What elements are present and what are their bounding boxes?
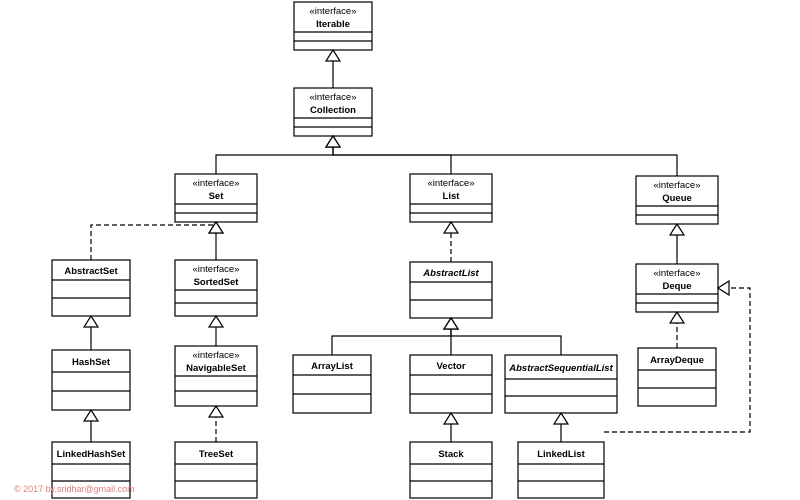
- class-box-frame: [409, 441, 493, 499]
- class-navigableset[interactable]: «interface» NavigableSet: [174, 345, 258, 407]
- class-name: TreeSet: [199, 449, 234, 460]
- relation-line-list-to-collection: [332, 147, 452, 174]
- class-name: Iterable: [316, 19, 350, 30]
- class-box-frame: [635, 263, 719, 313]
- class-linkedhashset[interactable]: LinkedHashSet: [51, 441, 131, 499]
- class-linkedlist[interactable]: LinkedList: [517, 441, 605, 499]
- class-box-frame: [504, 354, 618, 414]
- class-name: AbstractSet: [64, 266, 118, 277]
- class-stack[interactable]: Stack: [409, 441, 493, 499]
- relation-lines: [90, 61, 751, 442]
- class-iterable[interactable]: «interface» Iterable: [293, 1, 373, 51]
- inheritance-arrowhead-linkedhashset-to-hashset: [82, 408, 100, 422]
- class-name: LinkedList: [537, 449, 585, 460]
- inheritance-arrowhead-deque-to-queue: [668, 222, 686, 236]
- class-hashset[interactable]: HashSet: [51, 349, 131, 411]
- class-box-frame: [174, 259, 258, 317]
- class-deque[interactable]: «interface» Deque: [635, 263, 719, 313]
- class-name: AbstractList: [422, 268, 479, 279]
- class-name: Queue: [662, 193, 692, 204]
- class-abstractsequentiallist[interactable]: AbstractSequentialList: [504, 354, 618, 414]
- class-box-frame: [174, 173, 258, 223]
- class-stereotype: «interface»: [427, 178, 474, 189]
- class-name: Vector: [436, 361, 465, 372]
- class-box-frame: [51, 441, 131, 499]
- class-stereotype: «interface»: [653, 180, 700, 191]
- class-arraydeque[interactable]: ArrayDeque: [637, 347, 717, 407]
- class-collection[interactable]: «interface» Collection: [293, 87, 373, 137]
- class-box-frame: [51, 349, 131, 411]
- class-box-frame: [293, 87, 373, 137]
- class-name: ArrayList: [311, 361, 354, 372]
- class-sortedset[interactable]: «interface» SortedSet: [174, 259, 258, 317]
- class-name: ArrayDeque: [650, 355, 704, 366]
- class-boxes: «interface» Iterable «interface» Collection…: [51, 1, 719, 499]
- relation-line-abstractsequentiallist-to-abstractlist: [450, 329, 562, 355]
- class-name: List: [443, 191, 461, 202]
- copyright-watermark: © 2017 by.sridhar@gmail.com: [14, 484, 135, 494]
- class-box-frame: [174, 441, 258, 499]
- class-stereotype: «interface»: [309, 6, 356, 17]
- class-arraylist[interactable]: ArrayList: [292, 354, 372, 414]
- relation-line-arraylist-to-abstractlist: [331, 329, 452, 355]
- class-list[interactable]: «interface» List: [409, 173, 493, 223]
- class-stereotype: «interface»: [309, 92, 356, 103]
- inheritance-arrowhead-navigableset-to-sortedset: [207, 314, 225, 328]
- class-abstractlist[interactable]: AbstractList: [409, 261, 493, 319]
- inheritance-arrowhead-sortedset-to-set: [207, 220, 225, 234]
- class-stereotype: «interface»: [192, 264, 239, 275]
- inheritance-arrowhead-hashset-to-abstractset: [82, 314, 100, 328]
- class-vector[interactable]: Vector: [409, 354, 493, 414]
- class-name: HashSet: [72, 357, 111, 368]
- class-name: Stack: [438, 449, 464, 460]
- class-name: SortedSet: [194, 277, 240, 288]
- inheritance-arrowhead-linkedlist-to-deque: [716, 279, 730, 297]
- class-box-frame: [51, 259, 131, 317]
- relation-line-set-to-collection: [215, 147, 334, 174]
- class-name: AbstractSequentialList: [508, 363, 613, 374]
- class-name: Deque: [662, 281, 691, 292]
- inheritance-arrowhead-collection-to-iterable: [324, 48, 342, 62]
- class-stereotype: «interface»: [192, 178, 239, 189]
- class-set[interactable]: «interface» Set: [174, 173, 258, 223]
- inheritance-arrowhead-stack-to-vector: [442, 411, 460, 425]
- class-treeset[interactable]: TreeSet: [174, 441, 258, 499]
- class-name: Set: [209, 191, 225, 202]
- class-abstractset[interactable]: AbstractSet: [51, 259, 131, 317]
- class-queue[interactable]: «interface» Queue: [635, 175, 719, 225]
- relation-line-queue-to-collection: [332, 147, 678, 176]
- class-box-frame: [637, 347, 717, 407]
- class-box-frame: [409, 173, 493, 223]
- inheritance-arrowhead-linkedlist-to-abstractsequentiallist: [552, 411, 570, 425]
- class-box-frame: [409, 354, 493, 414]
- class-stereotype: «interface»: [192, 350, 239, 361]
- class-box-frame: [517, 441, 605, 499]
- inheritance-arrowhead-abstractsequentiallist-to-abstractlist: [442, 316, 460, 330]
- class-box-frame: [292, 354, 372, 414]
- inheritance-arrowhead-queue-to-collection: [324, 134, 342, 148]
- inheritance-arrowhead-abstractlist-to-list: [442, 220, 460, 234]
- relation-line-linkedlist-to-deque: [604, 287, 751, 433]
- class-name: Collection: [310, 105, 356, 116]
- inheritance-arrowhead-arraydeque-to-deque: [668, 310, 686, 324]
- relation-line-abstractset-to-set: [90, 224, 217, 260]
- class-name: NavigableSet: [186, 363, 246, 374]
- inheritance-arrowhead-treeset-to-navigableset: [207, 404, 225, 418]
- class-box-frame: [635, 175, 719, 225]
- class-box-frame: [409, 261, 493, 319]
- class-stereotype: «interface»: [653, 268, 700, 279]
- class-name: LinkedHashSet: [57, 449, 126, 460]
